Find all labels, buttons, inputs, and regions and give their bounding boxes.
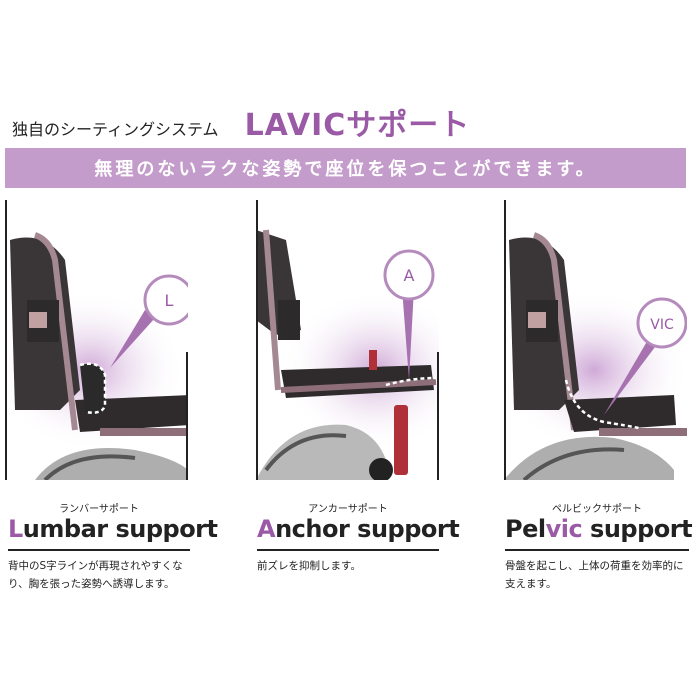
panel-frame-right	[186, 352, 188, 480]
header: 独自のシーティングシステム LAVICサポート	[12, 108, 470, 144]
pelvic-badge-icon	[636, 297, 687, 349]
pelvic-label-en: Pelvic support	[505, 515, 693, 543]
lumbar-badge-text: L	[165, 291, 174, 310]
lumbar-caption: ランバーサポート Lumbar support 背中のS字ラインが再現されやすく…	[8, 500, 218, 593]
divider	[257, 549, 439, 551]
header-title: LAVICサポート	[244, 108, 471, 143]
pelvic-label-en-rest: support	[582, 515, 693, 543]
anchor-photo: A	[256, 200, 439, 480]
wheelchair-anchor-illustration: A	[256, 229, 439, 480]
banner-text: 無理のないラクな姿勢で座位を保つことができます。	[94, 159, 597, 180]
pelvic-label-en-pre: Pel	[505, 515, 546, 543]
anchor-label-en: Anchor support	[257, 515, 460, 543]
anchor-badge-icon	[383, 249, 435, 301]
anchor-description: 前ズレを抑制します。	[257, 560, 361, 572]
panel-frame-left	[256, 200, 258, 480]
anchor-label-jp: アンカーサポート	[308, 504, 388, 515]
lumbar-description: 背中のS字ラインが再現されやすくなり、胸を張った姿勢へ誘導します。	[8, 560, 183, 590]
anchor-badge-text: A	[404, 266, 415, 285]
anchor-caption: アンカーサポート Anchor support 前ズレを抑制します。	[257, 500, 460, 575]
pelvic-description: 骨盤を起こし、上体の荷重を効率的に支えます。	[505, 560, 684, 590]
pelvic-badge-text: VIC	[650, 317, 674, 333]
divider	[8, 549, 190, 551]
banner: 無理のないラクな姿勢で座位を保つことができます。	[5, 148, 686, 188]
lumbar-photo: L	[5, 200, 188, 480]
lumbar-label-jp: ランバーサポート	[59, 504, 139, 515]
lumbar-label-en: Lumbar support	[8, 515, 218, 543]
panel-frame-right	[437, 352, 439, 480]
panel-frame-left	[504, 200, 506, 480]
divider	[505, 549, 689, 551]
pelvic-photo: VIC	[504, 200, 687, 480]
anchor-label-en-highlight: A	[257, 515, 276, 543]
lumbar-label-en-rest: umbar support	[22, 515, 218, 543]
pelvic-label-en-highlight: vic	[545, 515, 583, 543]
pelvic-label-jp: ペルビックサポート	[552, 504, 642, 515]
wheelchair-lumbar-illustration: L	[5, 232, 188, 480]
pelvic-caption: ペルビックサポート Pelvic support 骨盤を起こし、上体の荷重を効率…	[505, 500, 693, 593]
header-subtitle: 独自のシーティングシステム	[12, 120, 219, 139]
wheelchair-pelvic-illustration: VIC	[504, 232, 687, 480]
lumbar-label-en-highlight: L	[8, 515, 23, 543]
lumbar-badge-icon	[143, 274, 188, 326]
anchor-label-en-rest: nchor support	[275, 515, 460, 543]
panel-frame-left	[5, 200, 7, 480]
